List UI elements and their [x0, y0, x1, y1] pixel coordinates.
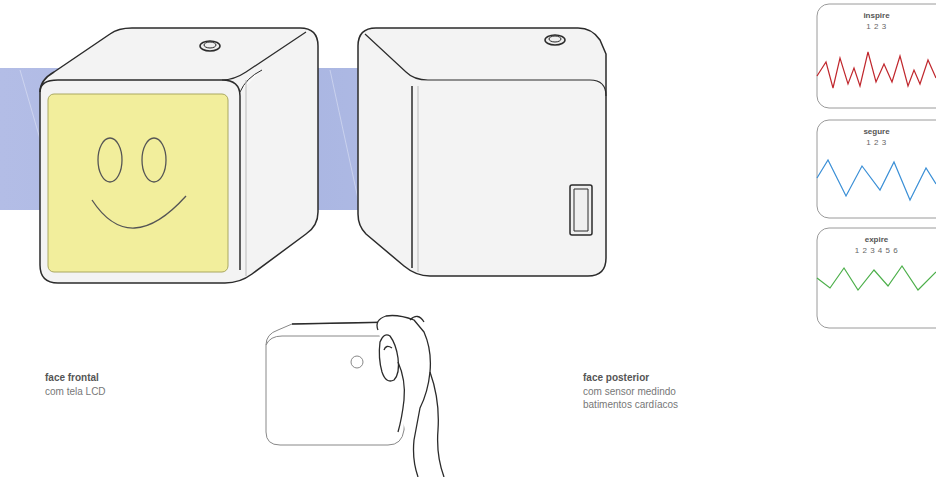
- view-note: com tela LCD: [45, 385, 106, 398]
- heart-rate-sensor: [570, 185, 592, 235]
- step-count: 1 2 3: [817, 138, 936, 147]
- inhale-wave: [817, 52, 936, 88]
- view-title: face posterior: [583, 371, 649, 384]
- view-title: face frontal: [45, 371, 99, 384]
- front-cube: [40, 28, 318, 283]
- step-count: 1 2 3 4 5 6: [817, 246, 936, 255]
- view-note: com sensor medindo batimentos cardíacos: [583, 385, 701, 411]
- step-title: segure: [817, 127, 936, 136]
- hand-holding-cube: [266, 316, 444, 477]
- exhale-wave: [817, 266, 936, 290]
- breath-panels: [817, 4, 936, 328]
- breath-step-panel: expire 1 2 3 4 5 6: [817, 228, 936, 264]
- step-title: inspire: [817, 11, 936, 20]
- back-cube: [358, 28, 606, 276]
- breath-step-panel: inspire 1 2 3: [817, 4, 936, 42]
- hold-wave: [817, 160, 936, 200]
- breath-step-panel: segure 1 2 3: [817, 120, 936, 158]
- step-count: 1 2 3: [817, 22, 936, 31]
- step-title: expire: [817, 235, 936, 244]
